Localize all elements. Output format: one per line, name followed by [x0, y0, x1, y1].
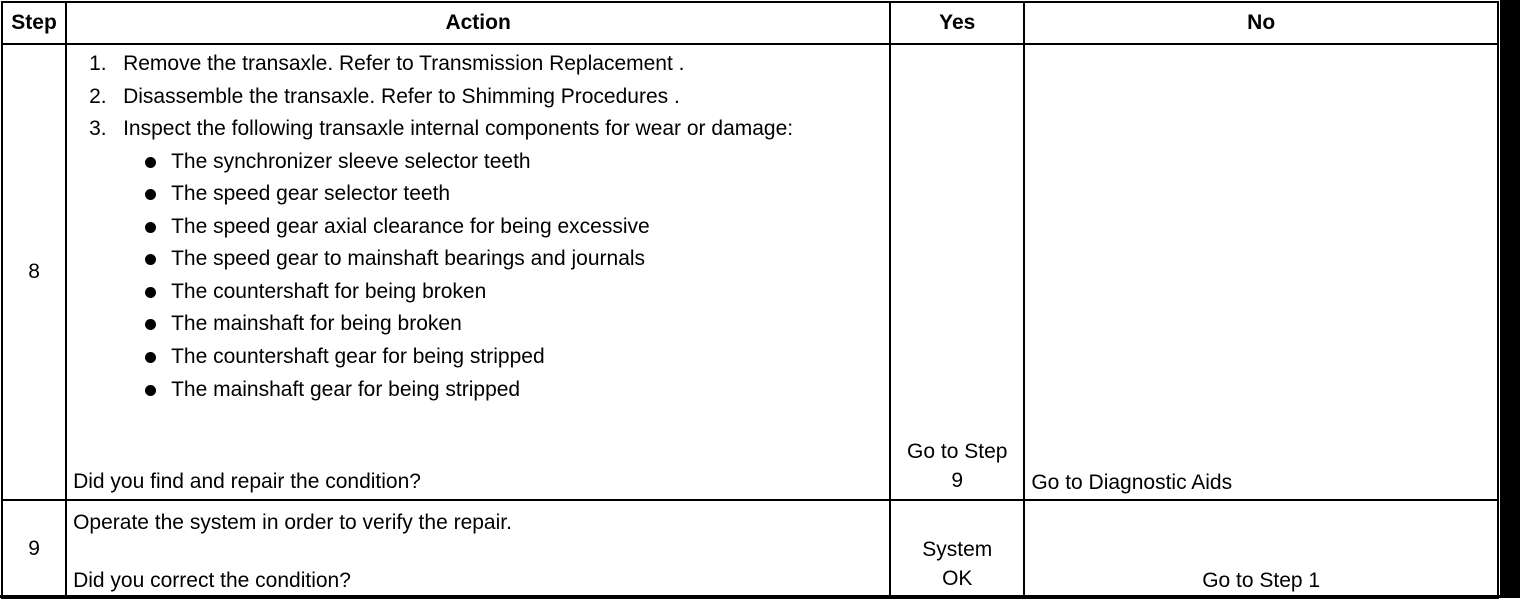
- list-item: 3.Inspect the following transaxle intern…: [73, 113, 853, 406]
- bullet-icon: [145, 221, 157, 233]
- bullet-icon: [145, 319, 157, 331]
- numbered-list: 1.Remove the transaxle. Refer to Transmi…: [73, 48, 853, 406]
- table-row-step-8: 8 1.Remove the transaxle. Refer to Trans…: [0, 43, 1499, 501]
- question-text: Did you correct the condition?: [73, 569, 351, 592]
- yes-result-line-1: Go to Step: [907, 440, 1008, 463]
- yes-result-line-2: 9: [951, 469, 964, 492]
- yes-result-line-2: OK: [942, 567, 973, 590]
- bullet-icon: [145, 189, 157, 201]
- list-item: 2.Disassemble the transaxle. Refer to Sh…: [89, 84, 680, 108]
- list-item: The speed gear selector teeth: [123, 178, 853, 211]
- bullet-icon: [145, 156, 157, 168]
- list-item: The speed gear to mainshaft bearings and…: [123, 243, 853, 276]
- list-item: 1.Remove the transaxle. Refer to Transmi…: [89, 52, 685, 75]
- header-yes: Yes: [889, 1, 1026, 45]
- yes-cell: Go to Step 9: [889, 43, 1026, 501]
- yes-result-line-1: System: [922, 538, 993, 561]
- bullet-icon: [145, 286, 157, 298]
- right-border-strip: [1500, 0, 1520, 598]
- no-result: Go to Diagnostic Aids: [1031, 471, 1233, 494]
- list-item: The mainshaft gear for being stripped: [123, 374, 853, 407]
- step-number: 9: [0, 499, 68, 599]
- yes-cell: System OK: [889, 499, 1026, 599]
- action-cell: 1.Remove the transaxle. Refer to Transmi…: [65, 43, 892, 501]
- step-number: 8: [0, 43, 68, 501]
- no-result: Go to Step 1: [1202, 569, 1321, 592]
- action-cell: Operate the system in order to verify th…: [65, 499, 892, 599]
- no-cell: Go to Diagnostic Aids: [1023, 43, 1499, 501]
- no-cell: Go to Step 1: [1023, 499, 1499, 599]
- bullet-icon: [145, 384, 157, 396]
- list-item: The countershaft gear for being stripped: [123, 341, 853, 374]
- bullet-list: The synchronizer sleeve selector teeth T…: [123, 146, 853, 407]
- list-item: The speed gear axial clearance for being…: [123, 211, 853, 244]
- list-item: The countershaft for being broken: [123, 276, 853, 309]
- header-action: Action: [65, 1, 892, 45]
- list-item: The mainshaft for being broken: [123, 308, 853, 341]
- question-text: Did you find and repair the condition?: [73, 470, 421, 493]
- bullet-icon: [145, 254, 157, 266]
- bullet-icon: [145, 352, 157, 364]
- header-row: Step Action Yes No: [0, 1, 1499, 45]
- list-item: The synchronizer sleeve selector teeth: [123, 146, 853, 179]
- instruction-text: Operate the system in order to verify th…: [73, 511, 512, 534]
- table-row-step-9: 9 Operate the system in order to verify …: [0, 499, 1499, 599]
- header-no: No: [1023, 1, 1499, 45]
- header-step: Step: [0, 1, 68, 45]
